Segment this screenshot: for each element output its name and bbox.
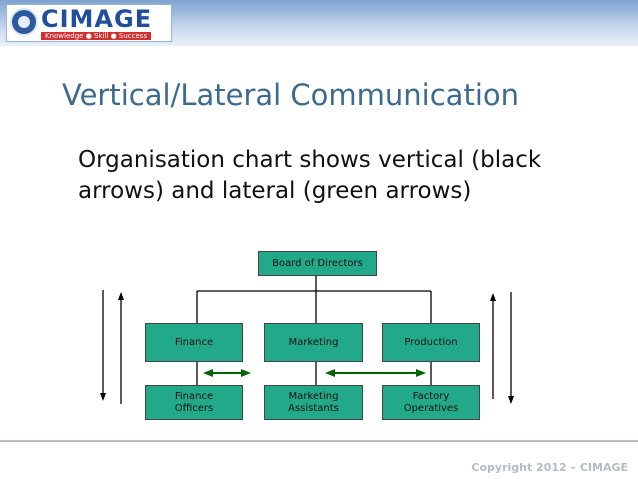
finance-officers-box: Finance Officers <box>145 385 243 420</box>
marketing-box: Marketing <box>264 323 363 362</box>
factory-operatives-box: Factory Operatives <box>382 385 480 420</box>
production-box: Production <box>382 323 480 362</box>
logo-tagline: Knowledge ● Skill ● Success <box>41 32 152 40</box>
finance-label: Finance <box>174 336 214 348</box>
cimage-logo: CIMAGE Knowledge ● Skill ● Success <box>6 4 172 42</box>
marketing-assistants-box: Marketing Assistants <box>264 385 363 420</box>
logo-emblem-icon <box>10 8 38 36</box>
finance-officers-label: Finance Officers <box>174 390 214 414</box>
factory-operatives-label: Factory Operatives <box>403 390 459 414</box>
board-of-directors-label: Board of Directors <box>272 257 363 269</box>
finance-box: Finance <box>145 323 243 362</box>
footer-rule <box>0 440 638 442</box>
slide-title: Vertical/Lateral Communication <box>62 78 520 112</box>
slide-body-text: Organisation chart shows vertical (black… <box>78 147 542 204</box>
production-label: Production <box>404 336 458 348</box>
marketing-label: Marketing <box>288 336 339 348</box>
logo-name: CIMAGE <box>41 5 153 33</box>
marketing-assistants-label: Marketing Assistants <box>288 390 339 414</box>
board-of-directors-box: Board of Directors <box>258 251 377 276</box>
copyright-text: Copyright 2012 – CIMAGE <box>471 461 628 474</box>
